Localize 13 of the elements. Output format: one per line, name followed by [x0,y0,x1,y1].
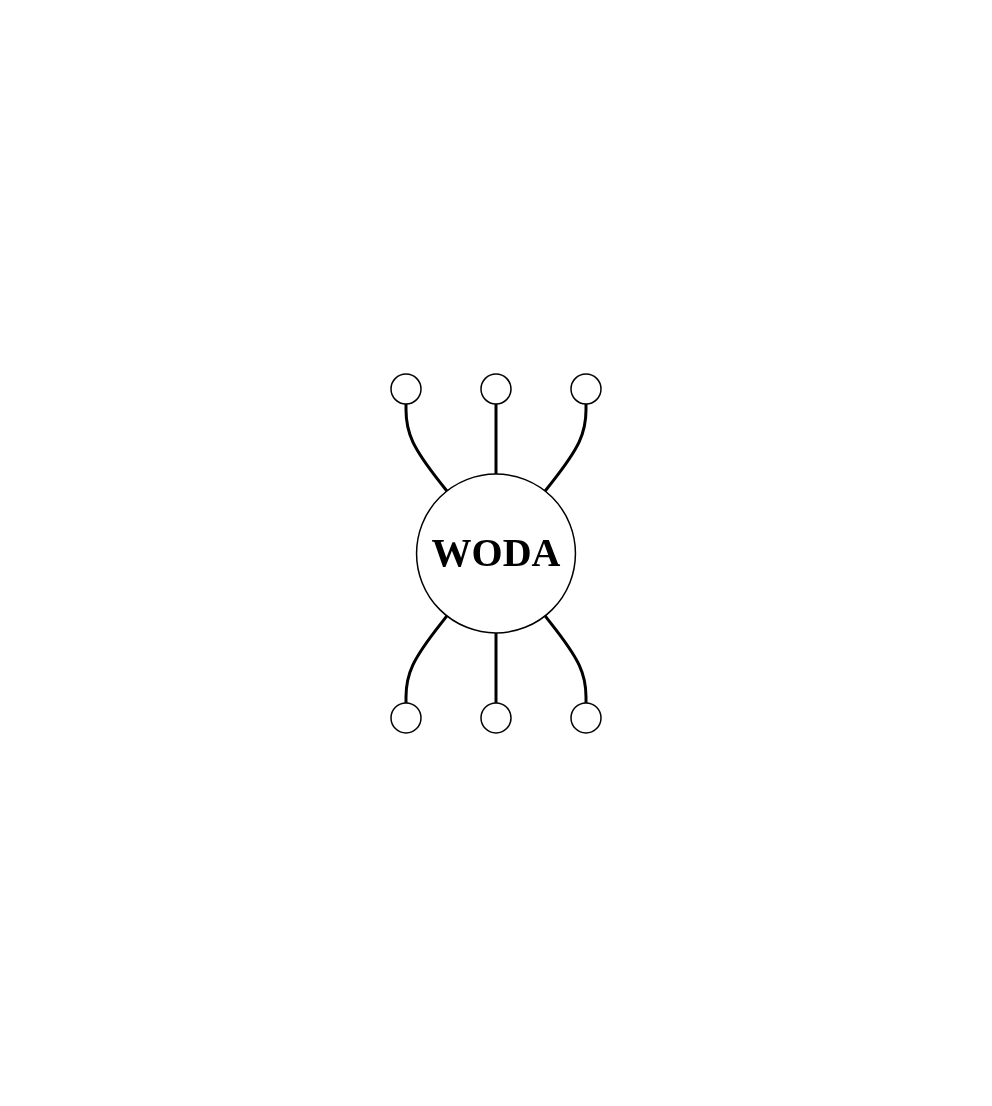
connector [404,614,449,703]
node-circle: WODA [415,472,577,634]
connector [404,403,449,492]
node-circle [480,372,512,405]
node-circle [390,372,422,405]
node-circle [480,701,512,734]
connector [494,403,498,474]
connector [543,403,588,492]
node-circle [390,701,422,734]
connector [543,614,588,703]
node-circle [570,372,602,405]
node-circle [570,701,602,734]
connector [494,632,498,703]
